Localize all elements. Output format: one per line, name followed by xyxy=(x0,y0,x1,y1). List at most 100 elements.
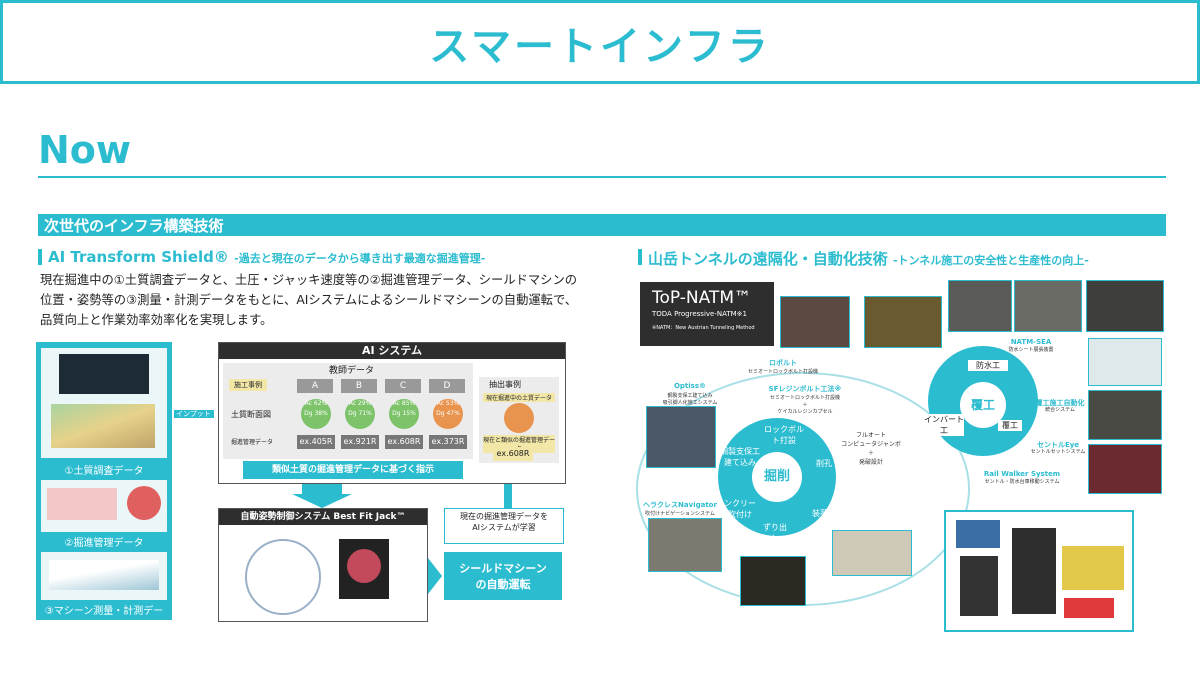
caption-soil-survey: ①土質調査データ xyxy=(64,466,144,477)
control-system-title: 自動姿勢制御システム Best Fit Jack™ xyxy=(219,509,427,525)
caption-excavation-data: ②掘進管理データ xyxy=(64,538,144,549)
natm-sea-label: NATM-SEA xyxy=(1010,338,1052,346)
sf-label: SFレジンボルト工法※ xyxy=(768,385,842,393)
seg-shotcrete: コンクリート吹付け xyxy=(716,499,756,519)
circle-a: Ac 62%Dg 38% xyxy=(301,399,331,429)
circle-b: Ac 29%Dg 71% xyxy=(345,399,375,429)
teacher-data-label: 教師データ xyxy=(329,366,375,376)
circle-c: Ac 85%Dg 15% xyxy=(389,399,419,429)
col-a: A xyxy=(297,379,333,393)
input-arrow xyxy=(174,410,214,418)
gauge-image xyxy=(127,486,161,520)
full-auto-label: フルオート コンピュータジャンボ ＋ 発破設計 xyxy=(841,432,901,466)
chart-image xyxy=(47,488,117,520)
jack-ring-image xyxy=(245,539,321,615)
heatmap-disc xyxy=(347,549,381,583)
inset-jumbo-image xyxy=(1062,546,1124,590)
row2-d: ex.373R xyxy=(429,435,467,449)
right-subtitle: -トンネル施工の安全性と生産性の向上- xyxy=(892,254,1089,267)
tunnel-photo-1 xyxy=(948,280,1012,332)
col-c: C xyxy=(385,379,421,393)
auto-drive-box: シールドマシーン の自動運転 xyxy=(444,552,562,600)
natm-note: ※NATM：New Austrian Tunneling Method xyxy=(652,325,755,331)
lining-lining: 覆工 xyxy=(998,420,1022,431)
seg-rockbolt: ロックボルト打設 xyxy=(764,425,804,445)
sf-sub: セミオートロックボルト打設機 ＋ ケイカルレジンカプセル xyxy=(769,395,840,415)
title-frame xyxy=(0,0,1200,84)
extract-top: 現在掘進中の土質データ xyxy=(483,393,555,402)
row1-label: 土質断面図 xyxy=(231,410,271,419)
optiss-label: Optiss® xyxy=(673,382,707,390)
learn-note: 現在の掘進管理データを AIシステムが学習 xyxy=(444,508,564,544)
charging-photo xyxy=(832,530,912,576)
left-paragraph: 現在掘進中の①土質調査データと、土圧・ジャッキ速度等の②掘進管理データ、シールド… xyxy=(40,273,578,327)
col-b: B xyxy=(341,379,377,393)
section-bar xyxy=(38,214,1166,236)
extract-value: ex.608R xyxy=(493,447,533,461)
centre-eye-sub: セントルセットシステム xyxy=(1030,449,1086,455)
seg-drilling: 削孔 xyxy=(816,459,832,468)
inset-screen xyxy=(956,520,1000,548)
seg-steel-support: 鋼製支保工建て込み xyxy=(720,447,760,467)
natm-sub: TODA Progressive-NATM※1 xyxy=(652,310,747,318)
left-subtitle: -過去と現在のデータから導き出す最適な掘進管理- xyxy=(234,252,486,265)
seg-charging: 装薬 xyxy=(812,509,828,518)
right-arrow-head xyxy=(428,558,442,594)
circle-d: Ac 53%Dg 47% xyxy=(433,399,463,429)
rail-walker-label: Rail Walker System xyxy=(983,470,1061,478)
left-title-marker xyxy=(38,249,42,265)
inset-red-box xyxy=(1064,598,1114,618)
rail-walker-photo xyxy=(1088,444,1162,494)
centre-eye-label: セントルEye xyxy=(1036,441,1080,449)
natm-box: ToP-NATM™ TODA Progressive-NATM※1 ※NATM：… xyxy=(640,282,774,346)
data-sources-panel: ①土質調査データ ②掘進管理データ ③マシーン測量・計測データ xyxy=(36,342,172,632)
mucking-photo xyxy=(740,556,806,606)
rail-walker-sub: セントル・防水台車移動システム xyxy=(984,479,1060,485)
optiss-photo xyxy=(646,406,716,468)
now-heading: Now xyxy=(38,128,132,172)
jack-heatmap-image xyxy=(339,539,389,599)
soil-survey-image xyxy=(41,348,167,458)
now-divider xyxy=(38,176,1166,178)
robolt-sub: セミオートロックボルト打設機 xyxy=(747,369,818,375)
screen-image xyxy=(59,354,149,394)
control-system-box: 自動姿勢制御システム Best Fit Jack™ xyxy=(218,508,428,622)
natm-sea-sub: 防水シート展張装置 xyxy=(1008,347,1054,353)
natm-title: ToP-NATM™ xyxy=(652,288,751,308)
seg-mucking: ずり出し xyxy=(763,523,787,543)
sheet-photo xyxy=(1086,280,1164,332)
down-arrow-shaft xyxy=(302,484,342,494)
lining-auto-label: 覆工施工自動化 xyxy=(1035,399,1085,407)
row2-label: 掘進管理データ xyxy=(231,439,274,446)
jumbo-photo xyxy=(864,296,942,348)
jumbo-inset xyxy=(944,510,1134,632)
monitor-photo xyxy=(1088,338,1162,386)
lining-invert: インバート工 xyxy=(924,414,964,436)
col-d: D xyxy=(429,379,465,393)
row2-b: ex.921R xyxy=(341,435,379,449)
lining-photo xyxy=(1088,390,1162,440)
tunnel-photo-2 xyxy=(1014,280,1082,332)
extract-label: 抽出事例 xyxy=(489,380,521,389)
cases-label: 施工事例 xyxy=(229,379,267,391)
instruction-bar: 類似土質の掘進管理データに基づく指示 xyxy=(243,461,463,479)
down-arrow-head xyxy=(292,494,352,508)
ai-system-title: AI システム xyxy=(219,343,565,359)
ai-system-box: AI システム 教師データ 施工事例 A B C D 土質断面図 掘進管理データ… xyxy=(218,342,566,484)
excavation-center: 掘削 xyxy=(752,452,802,502)
left-title: AI Transform Shield® -過去と現在のデータから導き出す最適な… xyxy=(48,248,485,266)
right-title-marker xyxy=(638,249,642,265)
input-label: インプット xyxy=(176,410,211,418)
extract-circle xyxy=(504,403,534,433)
left-title-main: AI Transform Shield® xyxy=(48,248,229,266)
page-title: スマートインフラ xyxy=(429,24,771,70)
survey-chart-image xyxy=(49,560,159,590)
section-label: 次世代のインフラ構築技術 xyxy=(44,217,224,235)
survey-data-image xyxy=(41,552,167,600)
optiss-sub: 鋼製支保工建て込み 吸引脚人化施工システム xyxy=(662,393,718,406)
lining-auto-sub: 統合システム xyxy=(1045,407,1075,413)
inset-flow xyxy=(960,556,998,616)
row2-c: ex.608R xyxy=(385,435,423,449)
robolt-photo xyxy=(780,296,850,348)
terrain-image xyxy=(51,404,155,448)
